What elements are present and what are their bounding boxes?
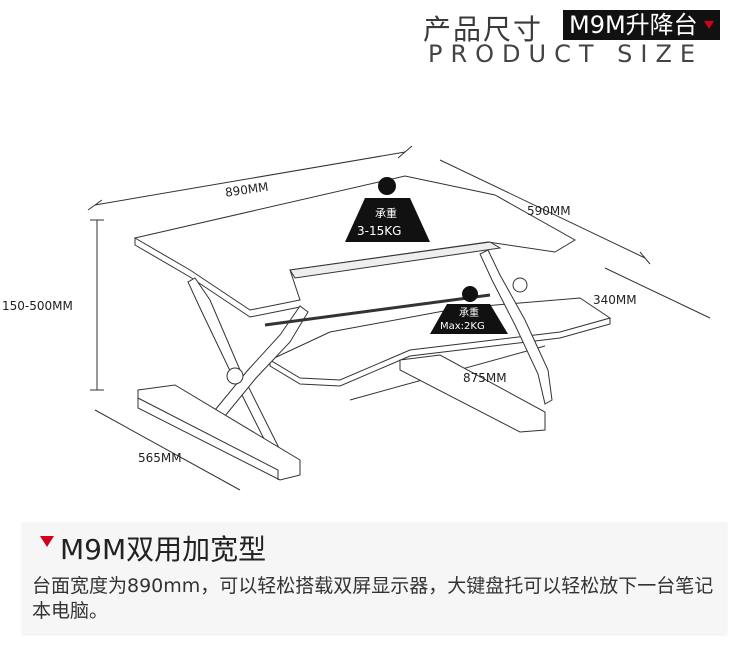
info-panel: M9M双用加宽型 台面宽度为890mm，可以轻松搭载双屏显示器，大键盘托可以轻松… xyxy=(22,522,727,634)
load-top-label: 承重 xyxy=(375,206,397,220)
load-top-value: 3-15KG xyxy=(357,224,401,238)
dim-height-label: 150-500MM xyxy=(2,299,73,313)
triangle-down-icon xyxy=(40,536,54,547)
dim-base-label: 565MM xyxy=(138,451,182,465)
title-en: PRODUCT SIZE xyxy=(428,40,704,68)
model-tag-label: M9M升降台 xyxy=(569,11,698,39)
product-diagram: 890MM 590MM 150-500MM 340MM 875MM 565MM … xyxy=(2,145,711,491)
dim-keyboard-width-label: 875MM xyxy=(463,371,507,385)
info-title: M9M双用加宽型 xyxy=(60,533,267,566)
load-kb-value: Max:2KG xyxy=(440,321,485,332)
model-tag: M9M升降台 xyxy=(563,10,720,40)
triangle-down-icon xyxy=(703,21,714,29)
title-zh: 产品尺寸 xyxy=(423,13,544,46)
load-kb-label: 承重 xyxy=(459,306,479,319)
dim-depth-label: 590MM xyxy=(527,204,571,218)
info-description: 台面宽度为890mm，可以轻松搭载双屏显示器，大键盘托可以轻松放下一台笔记本电脑… xyxy=(32,575,714,622)
dim-width-label: 890MM xyxy=(224,180,269,200)
dim-keyboard-depth-label: 340MM xyxy=(593,293,637,307)
